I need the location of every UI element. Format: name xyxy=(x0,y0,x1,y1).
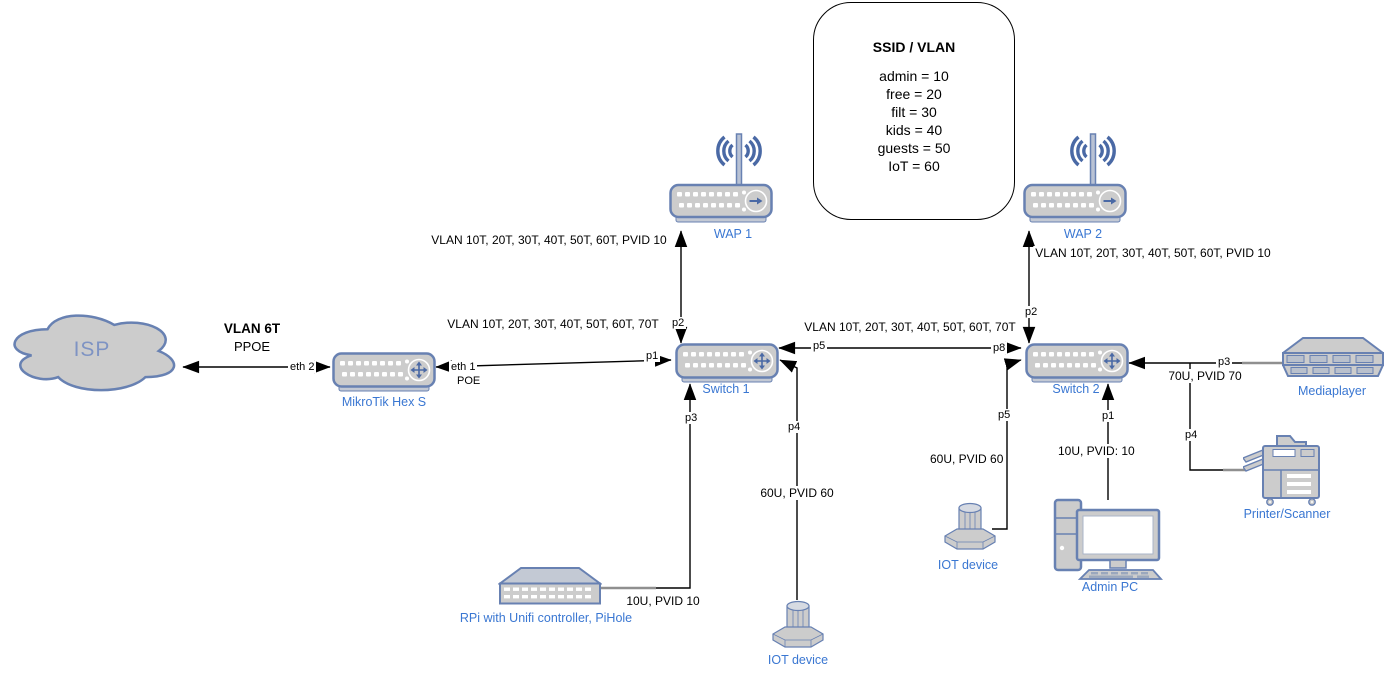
desktop-pc-icon xyxy=(1053,498,1164,580)
edge-iot2-switch2 xyxy=(992,358,1022,530)
port-label-sw1-p2: p2 xyxy=(670,317,687,329)
rpi-node xyxy=(496,566,604,613)
iot-device-icon xyxy=(772,600,824,648)
wap2-node xyxy=(1023,126,1127,231)
port-label-sw2-p1: p1 xyxy=(1100,410,1117,422)
switch2-node xyxy=(1025,343,1129,390)
edge-label-vlan-switch1-switch2: VLAN 10T, 20T, 30T, 40T, 50T, 60T, 70T xyxy=(802,320,1018,334)
port-label-sw1-p1: p1 xyxy=(644,350,661,362)
wireless-access-point-icon xyxy=(669,133,773,223)
printer-icon xyxy=(1241,435,1320,506)
isp-node xyxy=(3,307,181,400)
rpi-label: RPi with Unifi controller, PiHole xyxy=(459,611,633,625)
mediaplayer-label: Mediaplayer xyxy=(1297,384,1367,398)
switch1-node xyxy=(675,343,779,390)
legend-entry: admin = 10 xyxy=(879,68,949,84)
port-label-sw1-p3: p3 xyxy=(683,412,700,424)
legend-entry: kids = 40 xyxy=(885,122,943,138)
edge-label-pvid-rpi: 10U, PVID 10 xyxy=(624,594,702,608)
port-label-sw2-p3: p3 xyxy=(1216,356,1233,368)
switch-icon xyxy=(1025,343,1129,383)
admin-pc-node xyxy=(1053,498,1164,587)
switch1-label: Switch 1 xyxy=(702,382,750,396)
cloud-icon xyxy=(13,314,176,392)
port-label-eth1: eth 1 xyxy=(449,361,478,373)
printer-node xyxy=(1241,432,1329,513)
router-label: MikroTik Hex S xyxy=(341,395,427,409)
iot1-label: IOT device xyxy=(767,653,829,667)
edge-label-ppoe: PPOE xyxy=(233,339,271,354)
edge-label-vlan-6t: VLAN 6T xyxy=(223,321,281,336)
router-node xyxy=(332,352,436,399)
port-label-eth2: eth 2 xyxy=(288,361,317,373)
wap1-node xyxy=(669,126,773,231)
isp-label: ISP xyxy=(73,338,111,361)
router-icon xyxy=(332,352,436,392)
port-label-sw2-p5: p5 xyxy=(996,409,1013,421)
port-label-sw1-p5: p5 xyxy=(811,340,828,352)
port-label-sw1-p4: p4 xyxy=(786,421,803,433)
wap1-label: WAP 1 xyxy=(713,227,753,241)
iot2-node xyxy=(941,500,999,559)
mediaplayer-icon xyxy=(1280,337,1384,377)
edge-label-vlan-router-switch1: VLAN 10T, 20T, 30T, 40T, 50T, 60T, 70T xyxy=(445,317,661,331)
printer-label: Printer/Scanner xyxy=(1243,507,1331,521)
port-label-sw2-p2: p2 xyxy=(1023,306,1040,318)
admin-pc-label: Admin PC xyxy=(1081,580,1139,594)
edge-label-pvid-iot2: 60U, PVID 60 xyxy=(928,452,1006,466)
mediaplayer-node xyxy=(1280,336,1384,389)
port-label-poe: POE xyxy=(455,375,483,387)
legend-title: SSID / VLAN xyxy=(872,39,956,55)
switch-icon xyxy=(675,343,779,383)
wap2-label: WAP 2 xyxy=(1063,227,1103,241)
edge-rpi-switch1 xyxy=(600,383,697,589)
legend-entry: guests = 50 xyxy=(877,140,951,156)
edge-label-pvid-mediaplayer: 70U, PVID 70 xyxy=(1166,369,1244,383)
legend-entry: filt = 30 xyxy=(891,104,937,120)
port-label-sw2-p8: p8 xyxy=(991,342,1008,354)
iot-device-icon xyxy=(944,502,996,550)
edge-label-pvid-iot1: 60U, PVID 60 xyxy=(758,486,836,500)
ssid-vlan-legend: SSID / VLAN admin = 10 free = 20 filt = … xyxy=(813,2,1015,220)
legend-entry: IoT = 60 xyxy=(888,158,940,174)
port-label-sw2-p4: p4 xyxy=(1183,429,1200,441)
iot2-label: IOT device xyxy=(937,558,999,572)
hub-icon xyxy=(496,567,604,605)
edge-label-vlan-switch2-wap2: VLAN 10T, 20T, 30T, 40T, 50T, 60T, PVID … xyxy=(1033,246,1273,260)
edge-label-pvid-adminpc: 10U, PVID: 10 xyxy=(1056,444,1137,458)
edge-iot1-switch1 xyxy=(779,359,798,600)
switch2-label: Switch 2 xyxy=(1052,382,1100,396)
edge-label-vlan-switch1-wap1: VLAN 10T, 20T, 30T, 40T, 50T, 60T, PVID … xyxy=(429,233,669,247)
legend-entry: free = 20 xyxy=(886,86,942,102)
iot1-node xyxy=(769,598,827,657)
wireless-access-point-icon xyxy=(1023,133,1127,223)
